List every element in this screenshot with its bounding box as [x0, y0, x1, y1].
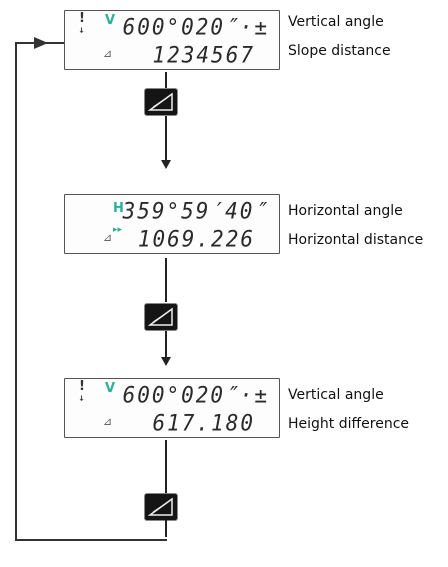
- slope-triangle-icon: [148, 307, 173, 326]
- slope-small-icon: ⊿: [103, 415, 113, 428]
- label-2a: Horizontal angle: [288, 203, 403, 219]
- h-indicator: H▸▸: [113, 201, 124, 235]
- label-3a: Vertical angle: [288, 387, 384, 403]
- slope-key-button-2[interactable]: [145, 304, 177, 330]
- display-line-1: 359°59′40″: [122, 198, 269, 224]
- label-1a: Vertical angle: [288, 14, 384, 30]
- v-indicator: V: [105, 381, 116, 396]
- display-line-1: 600°020″·±: [122, 14, 269, 40]
- display-line-1: 600°020″·±: [122, 382, 269, 408]
- slope-small-icon: ⊿: [103, 231, 113, 244]
- arrow-down-icon: [161, 357, 171, 366]
- excl-indicator: !ꜜ: [79, 11, 85, 41]
- excl-indicator: !ꜜ: [79, 379, 85, 409]
- slope-key-button-3[interactable]: [145, 494, 177, 520]
- arrow-down-icon: [161, 160, 171, 169]
- flow-line-2a: [165, 258, 167, 302]
- display-panel-1: !ꜜ V 600°020″·± ⊿ 1234567: [64, 10, 280, 70]
- display-line-2: 1234567: [152, 42, 255, 68]
- flow-line-1a: [165, 72, 167, 88]
- slope-key-button-1[interactable]: [145, 89, 177, 115]
- flow-line-3a: [165, 440, 167, 494]
- slope-triangle-icon: [148, 497, 173, 516]
- flow-line-1b: [165, 116, 167, 162]
- loop-back-path: [15, 42, 167, 541]
- slope-small-icon: ⊿: [103, 47, 113, 60]
- label-2b: Horizontal distance: [288, 232, 424, 248]
- display-panel-2: H▸▸ 359°59′40″ ⊿ 1069.226: [64, 194, 280, 254]
- label-3b: Height difference: [288, 416, 410, 432]
- display-line-2: 1069.226: [137, 226, 255, 252]
- display-line-2: 617.180: [152, 410, 255, 436]
- flow-line-3b: [165, 520, 167, 537]
- display-panel-3: !ꜜ V 600°020″·± ⊿ 617.180: [64, 378, 280, 438]
- slope-triangle-icon: [148, 92, 173, 111]
- v-indicator: V: [105, 13, 116, 28]
- flow-line-2b: [165, 331, 167, 359]
- loop-entry-line: [15, 42, 49, 44]
- label-1b: Slope distance: [288, 43, 391, 59]
